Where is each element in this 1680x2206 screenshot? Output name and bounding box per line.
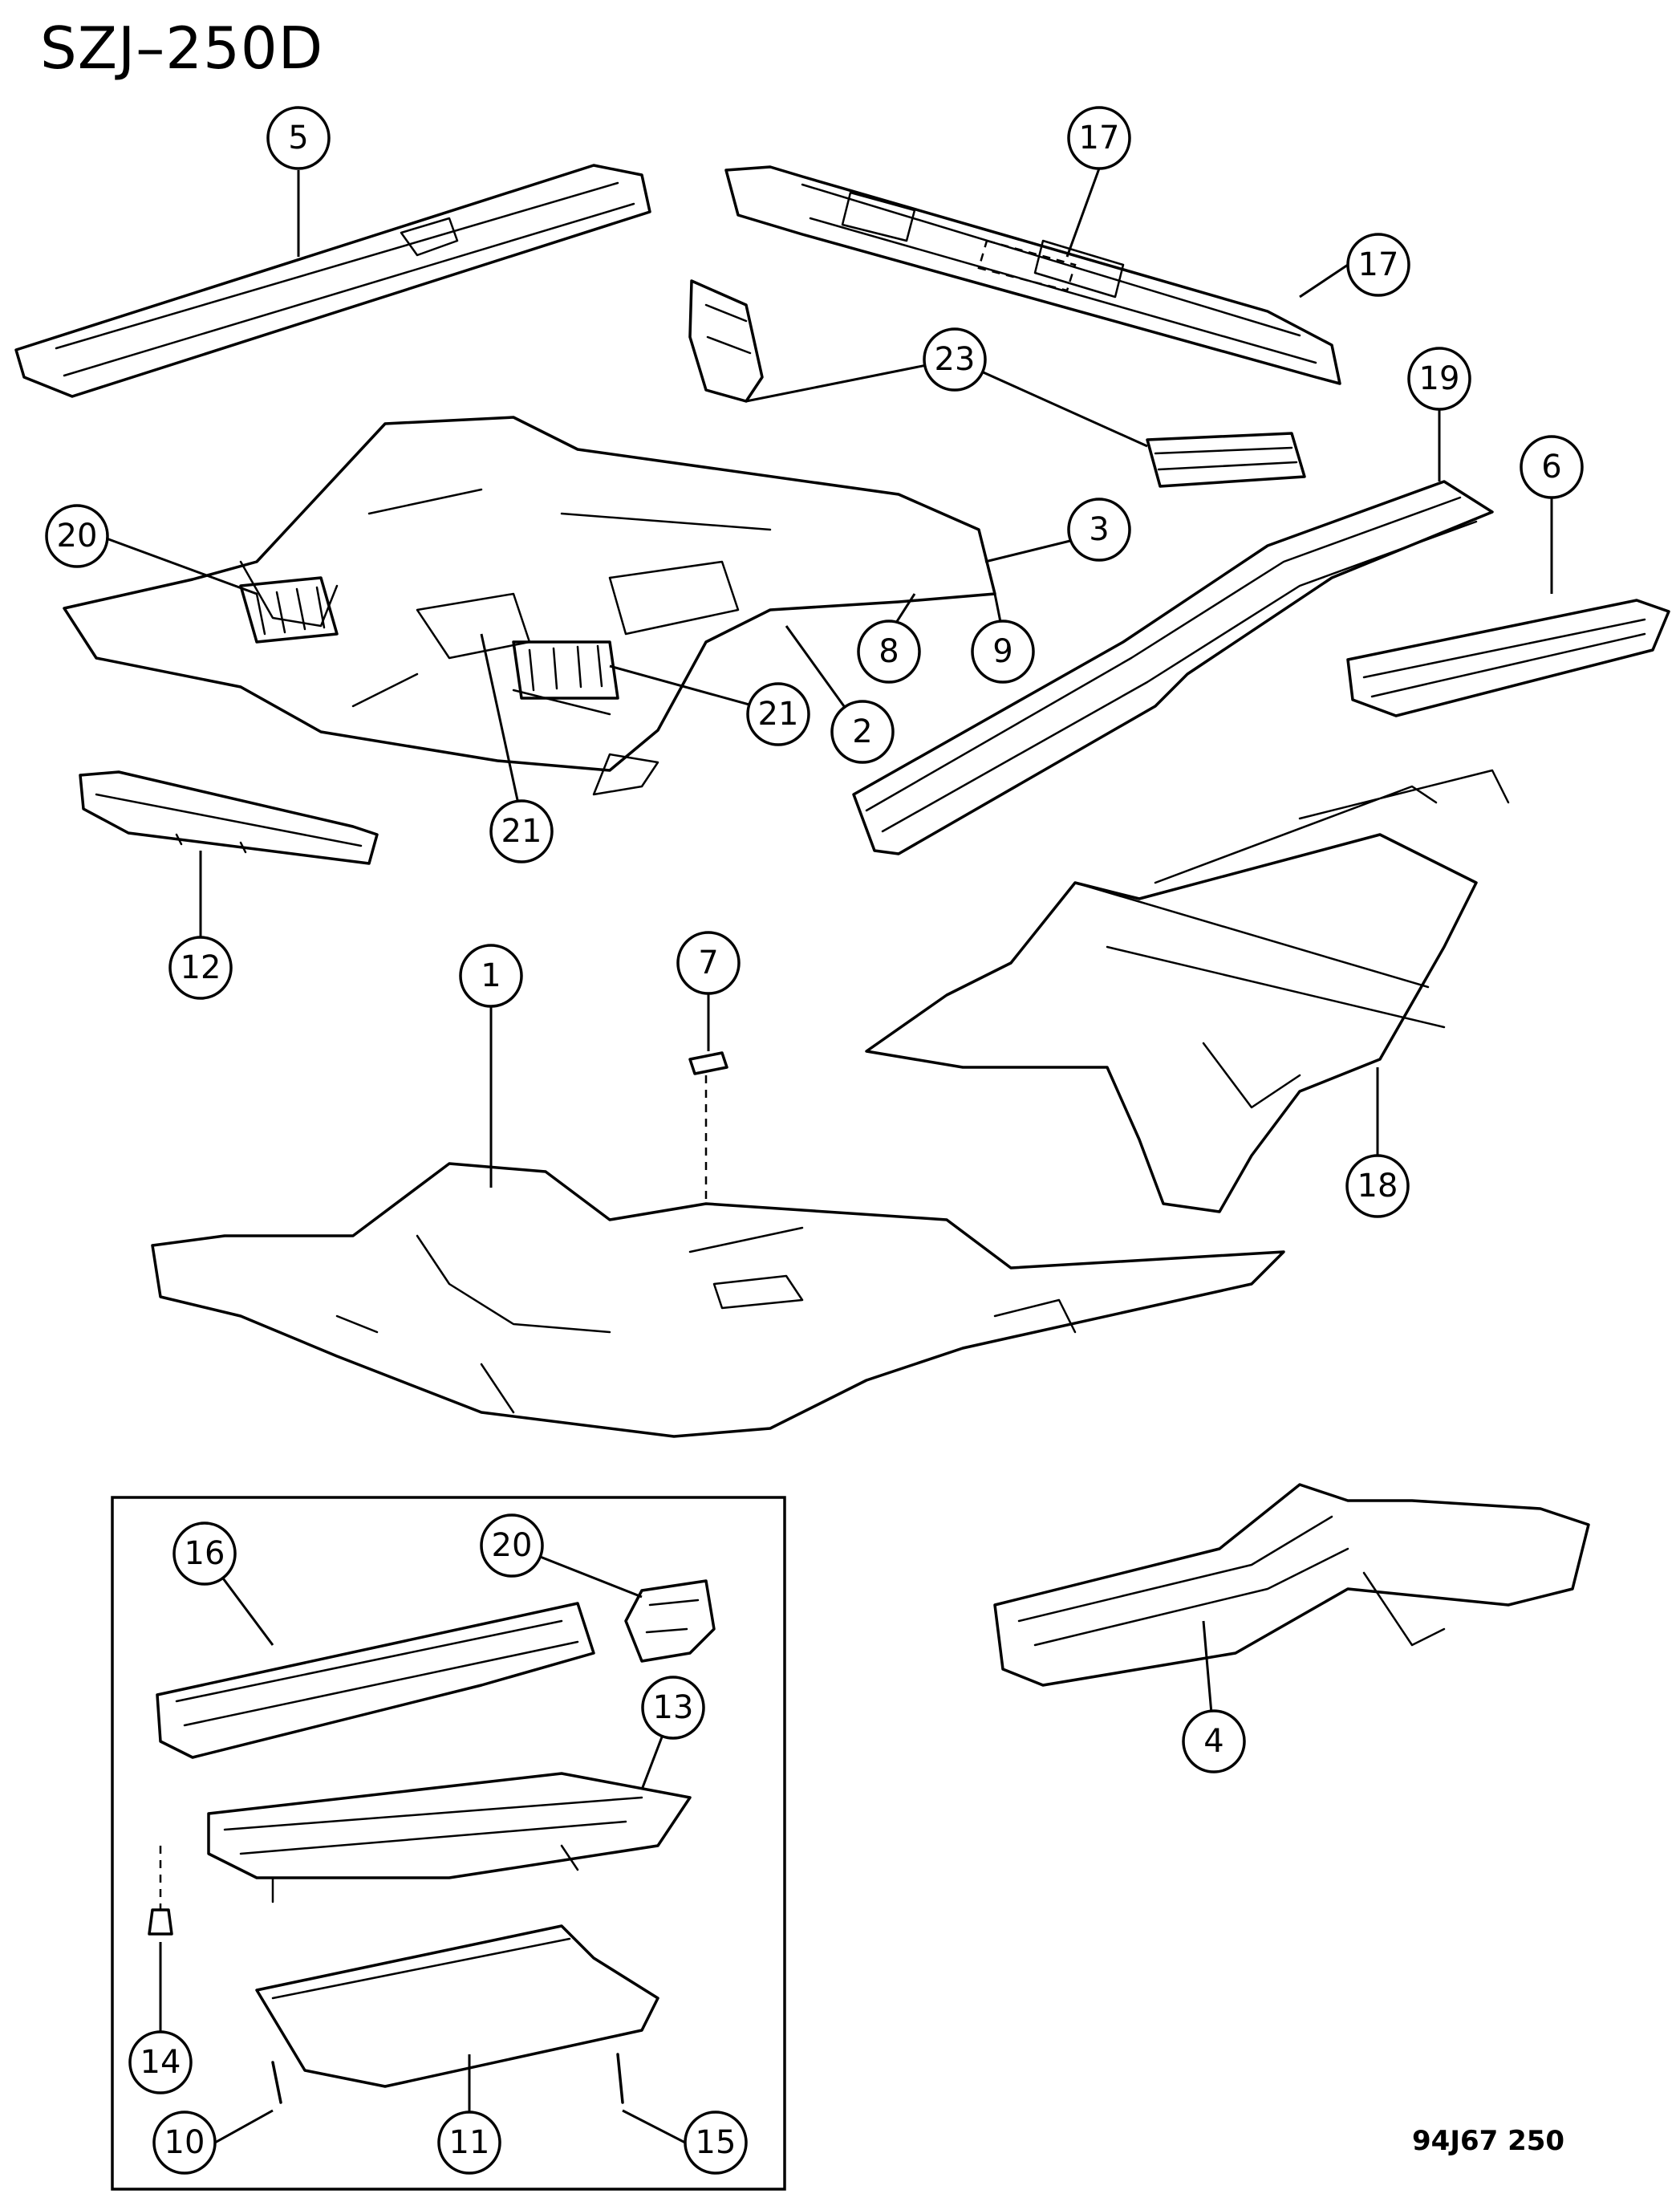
part-17-crossmember: [724, 165, 1341, 385]
part-20-bracket: [624, 1579, 716, 1663]
svg-text:16: 16: [185, 1535, 225, 1572]
callout-21-left: 20: [45, 504, 109, 568]
part-18-rear-frame: [865, 769, 1510, 1213]
svg-text:17: 17: [1358, 246, 1399, 283]
part-23-brace-right: [1146, 432, 1306, 488]
leader-15: [622, 2109, 686, 2144]
svg-text:2: 2: [852, 713, 872, 750]
svg-text:7: 7: [698, 945, 718, 981]
callout-23: 23: [923, 327, 987, 392]
leader-10: [214, 2109, 274, 2144]
callout-17-top: 17: [1067, 106, 1131, 170]
callout-5: 5: [266, 106, 331, 170]
callout-1: 1: [459, 944, 523, 1008]
part-14-fastener: [148, 1846, 173, 1936]
part-10-screw: [271, 2061, 282, 2104]
svg-text:14: 14: [140, 2044, 181, 2081]
callout-11: 11: [437, 2111, 501, 2175]
callout-21-right: 21: [746, 682, 810, 746]
svg-text:5: 5: [288, 120, 308, 156]
svg-text:10: 10: [164, 2124, 205, 2161]
callout-6: 6: [1520, 435, 1584, 499]
callout-3: 3: [1067, 498, 1131, 562]
svg-text:1: 1: [481, 957, 501, 994]
part-1-front-floor-pan: [151, 1075, 1285, 1438]
callout-22: 21: [489, 799, 554, 863]
part-6-short-rail: [1346, 599, 1670, 717]
svg-text:19: 19: [1419, 360, 1460, 397]
part-12-cross-brace: [79, 770, 379, 865]
part-11-shield: [255, 1924, 659, 2088]
callout-18: 18: [1345, 1154, 1410, 1218]
diagram-title: SZJ–250D: [40, 14, 324, 82]
part-4-front-frame-rail: [993, 1483, 1590, 1687]
part-5-sill-panel: [14, 164, 651, 398]
callout-9: 9: [971, 620, 1035, 684]
svg-text:13: 13: [653, 1689, 694, 1726]
callout-10: 10: [152, 2111, 217, 2175]
svg-text:20: 20: [57, 518, 98, 555]
callout-16: 16: [172, 1521, 237, 1586]
part-21-bracket-right: [512, 640, 619, 700]
svg-text:11: 11: [449, 2124, 490, 2161]
part-21-bracket-left: [239, 576, 339, 644]
callout-20: 20: [480, 1513, 544, 1578]
part-19-frame-rail: [852, 480, 1494, 855]
svg-text:3: 3: [1089, 511, 1109, 548]
svg-text:23: 23: [935, 341, 976, 378]
callout-7: 7: [676, 931, 741, 995]
callout-12: 12: [168, 936, 233, 1000]
svg-text:8: 8: [879, 633, 899, 670]
part-13-skid-plate: [207, 1772, 692, 1903]
svg-text:6: 6: [1541, 449, 1561, 485]
svg-text:17: 17: [1079, 120, 1120, 156]
callout-14: 14: [128, 2030, 193, 2094]
svg-text:21: 21: [501, 813, 542, 850]
part-7-plug: [688, 1051, 728, 1075]
callout-4: 4: [1182, 1709, 1246, 1773]
callout-13: 13: [641, 1676, 705, 1740]
svg-text:12: 12: [181, 949, 221, 986]
callout-19: 19: [1407, 347, 1471, 411]
detail-inset-box: [111, 1496, 786, 2191]
callout-17-right: 17: [1346, 233, 1410, 297]
part-15-screw: [616, 2053, 624, 2104]
svg-text:20: 20: [492, 1527, 533, 1564]
part-23-brace-left: [688, 279, 764, 403]
figure-code: 94J67 250: [1412, 2125, 1565, 2157]
svg-text:15: 15: [696, 2124, 737, 2161]
svg-text:21: 21: [758, 696, 799, 733]
callout-15: 15: [684, 2111, 748, 2175]
part-16-inset-crossmember: [156, 1602, 595, 1759]
callout-8: 8: [857, 620, 921, 684]
svg-text:4: 4: [1203, 1723, 1223, 1760]
callout-2: 2: [830, 700, 895, 764]
svg-text:9: 9: [992, 633, 1012, 670]
svg-text:18: 18: [1357, 1168, 1398, 1205]
